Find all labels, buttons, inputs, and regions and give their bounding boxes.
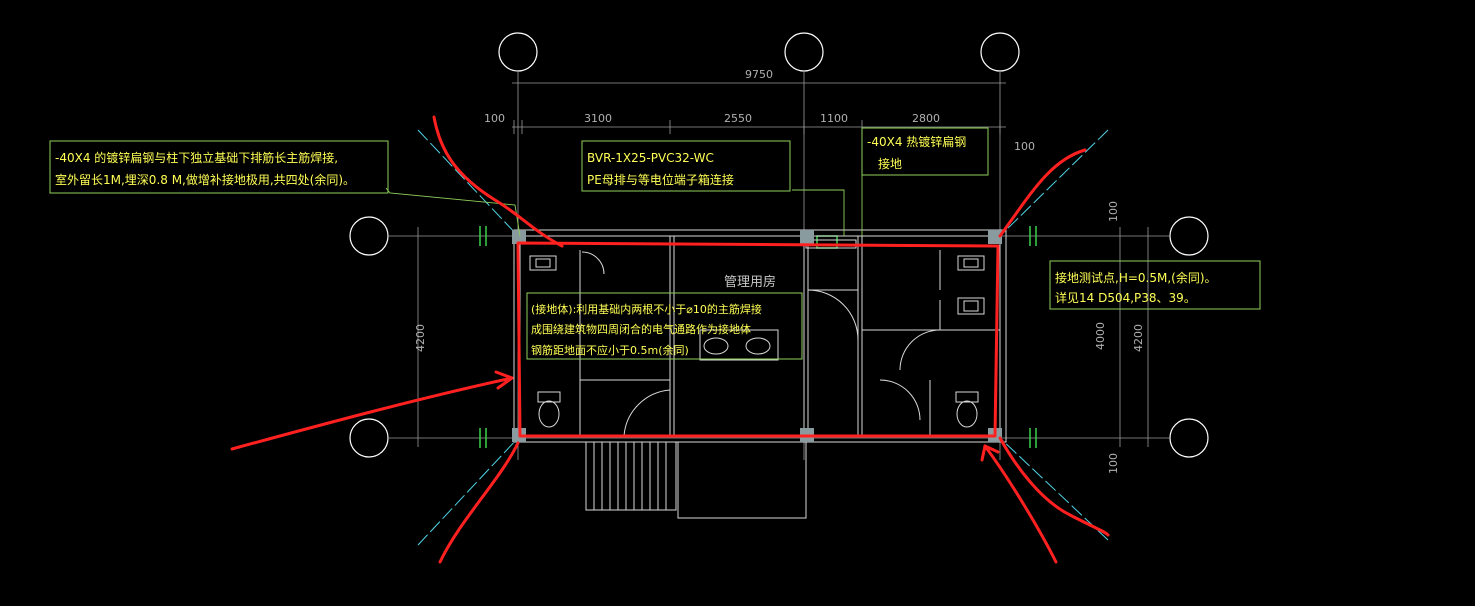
dimension-lines [417,82,1149,447]
note-4-line-1: 接地测试点,H=0.5M,(余同)。 [1055,270,1217,285]
markup-curve-top-left [432,115,564,248]
note-5-line-3: 钢筋距地面不应小于0.5m(余同) [531,343,689,357]
grid-bubble-icon [784,32,824,72]
building-walls [513,229,1007,519]
markup-arrow-right [983,444,1058,564]
red-markup [230,115,1110,564]
markup-perimeter [516,241,1000,438]
toilet-icon [957,297,985,315]
sink-icon [703,337,771,355]
grid-bubble-icon [1169,216,1209,256]
dim-right-b: 4000 [1094,322,1107,350]
note-4: 接地测试点,H=0.5M,(余同)。 详见14 D504,P38、39。 [1049,260,1261,310]
note-3-line-1: -40X4 热镀锌扁钢 [867,135,966,149]
toilet-icon [955,391,979,428]
note-2-line-2: PE母排与等电位端子箱连接 [587,172,734,187]
note-4-line-2: 详见14 D504,P38、39。 [1055,290,1196,305]
markup-arrow-left-head [494,370,514,390]
grid-bubble-icon [349,418,389,458]
note-5-line-2: 成围绕建筑物四周闭合的电气通路作为接地体 [531,322,751,336]
note-1: -40X4 的镀锌扁钢与柱下独立基础下排筋长主筋焊接, 室外留长1M,埋深0.8… [49,140,389,194]
dim-top-3: 2550 [724,112,752,125]
note-5: (接地体):利用基础内两根不小于⌀10的主筋焊接 成围绕建筑物四周闭合的电气通路… [526,292,803,360]
markup-curve-bottom-left [438,441,520,564]
note-1-line-2: 室外留长1M,埋深0.8 M,做增补接地极用,共四处(余同)。 [55,172,355,187]
dim-top-4: 1100 [820,112,848,125]
grid-bubble-icon [349,216,389,256]
grid-bubble-icon [498,32,538,72]
column-pads [512,230,1002,442]
cyan-grounding-lines [417,129,1109,546]
note-5-line-1: (接地体):利用基础内两根不小于⌀10的主筋焊接 [531,302,762,316]
green-ticks [479,226,1037,448]
note-3: -40X4 热镀锌扁钢 接地 [861,127,989,176]
note-2: BVR-1X25-PVC32-WC PE母排与等电位端子箱连接 [581,140,791,192]
dim-left-h: 4200 [414,324,427,352]
dim-top-1: 100 [484,112,505,125]
note-1-line-1: -40X4 的镀锌扁钢与柱下独立基础下排筋长主筋焊接, [55,150,338,165]
axis-lines [388,71,1170,460]
dim-top-5: 2800 [912,112,940,125]
markup-curve-top-right [998,148,1087,238]
markup-curve-bottom-right [998,436,1110,537]
dimension-texts: 9750 100 3100 2550 1100 2800 100 4200 10… [414,68,1145,474]
toilet-icon [957,255,985,271]
fixtures [529,255,985,428]
note-2-line-1: BVR-1X25-PVC32-WC [587,151,714,165]
toilet-icon [529,255,557,271]
note-3-line-2: 接地 [878,156,902,171]
markup-arrow-left [230,376,514,451]
dim-top-2: 3100 [584,112,612,125]
grid-bubble-icon [1169,418,1209,458]
dim-total: 9750 [745,68,773,81]
dim-right-c: 4200 [1132,324,1145,352]
dim-right-d: 100 [1107,453,1120,474]
markup-arrow-right-head [980,444,1000,462]
dim-top-6: 100 [1014,140,1035,153]
grid-bubble-icon [980,32,1020,72]
toilet-icon [537,391,561,428]
room-label: 管理用房 [724,274,776,290]
dim-right-a: 100 [1107,201,1120,222]
